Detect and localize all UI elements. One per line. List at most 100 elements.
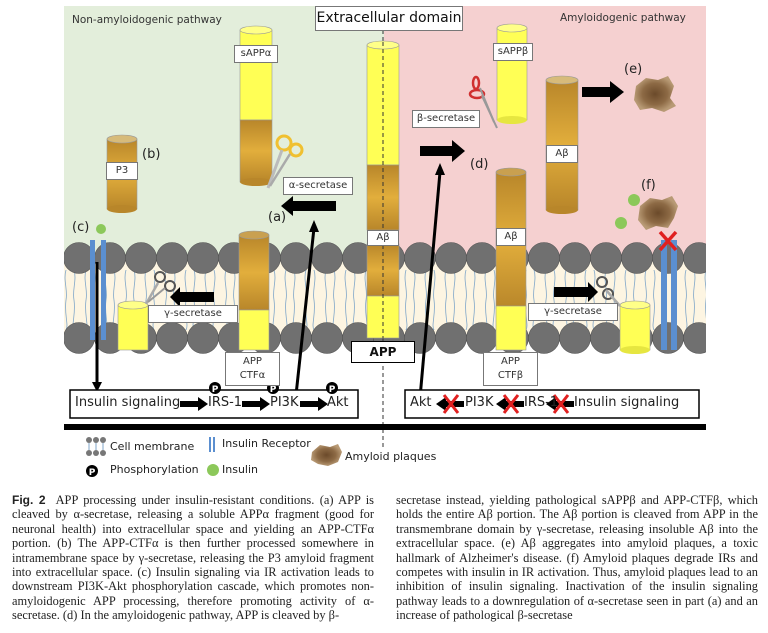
arrow-gamma-left [170,287,214,307]
phospho-irs1-icon: P [209,382,221,395]
right-akt: Akt [410,395,432,410]
caption-label: Fig. 2 [12,493,46,507]
insulin-dot-f1 [628,194,640,206]
ctf-alpha-label: APP CTFα [225,352,280,386]
step-b-label: (b) [142,147,161,162]
caption-text-col1: APP processing under insulin-resistant c… [12,493,374,623]
lipid-head [311,242,343,274]
lipid-head [280,322,312,354]
svg-text:P: P [89,468,96,478]
cytoplasm-baseline [64,424,706,430]
ctf-alpha-line2: CTFα [239,370,266,381]
p3-label: P3 [106,162,138,180]
sappb-label: sAPPβ [493,43,533,61]
left-pi3k: PI3K [270,395,299,410]
beta-secretase-label: β-secretase [412,110,480,128]
lipid-head [683,322,706,354]
svg-text:P: P [270,385,277,395]
lipid-head [466,242,498,274]
legend-plaque-icon [311,444,342,466]
app-abeta-label: Aβ [367,230,399,246]
ctf-beta-abeta-label: Aβ [496,228,526,246]
lipid-head [466,322,498,354]
arrow-beta [420,140,465,162]
arrow-pi3k-akt [300,397,328,411]
akt-to-beta-line [418,171,442,399]
ctf-alpha-column [238,230,270,351]
right-insulin-signaling: Insulin signaling [574,395,680,410]
app-column [366,40,400,339]
lipid-head [590,242,622,274]
insulin-dot-f2 [615,217,627,229]
gamma-left-scissors-icon [144,271,176,305]
lipid-head [94,242,126,274]
legend-phosphorylation: Phosphorylation [110,463,199,476]
insulin-dot-left [96,224,106,234]
lipid-head [435,242,467,274]
lipid-head [559,242,591,274]
lipid-head [652,322,684,354]
lipid-head [64,242,95,274]
step-e-label: (e) [624,62,643,77]
lipid-head [528,322,560,354]
left-panel-label: Non-amyloidogenic pathway [72,14,222,26]
step-f-label: (f) [641,178,656,193]
sappb-column [496,23,528,124]
blocked-arrow-pi3k-akt [436,394,464,414]
ctf-beta-label: APP CTFβ [483,352,538,386]
lipid-head [64,322,95,354]
receptor-block-icon [658,230,678,252]
lipid-head [652,242,684,274]
legend-cell-membrane: Cell membrane [110,440,195,453]
pi3k-to-alpha-line [294,227,316,396]
ctf-beta-line2: CTFβ [497,370,524,381]
arrow-ins-irs1 [180,397,208,411]
gamma-left-fragment [117,300,149,351]
left-akt: Akt [327,395,349,410]
amyloid-plaque-f [638,196,678,230]
lipid-head [435,322,467,354]
lipid-head [125,242,157,274]
arrow-gamma-right [554,282,598,302]
caption-text-col2: secretase instead, yielding pathological… [396,493,758,623]
right-pi3k: PI3K [465,395,494,410]
gamma-right-label: γ-secretase [528,303,618,321]
phospho-akt-icon: P [326,382,338,395]
svg-text:P: P [212,385,219,395]
lipid-head [187,322,219,354]
right-panel-label: Amyloidogenic pathway [560,12,686,24]
alpha-scissors-icon [266,134,304,189]
insulin-receptor-right [661,240,677,350]
left-irs1: IRS-1 [208,395,243,410]
legend-insulin: Insulin [222,463,259,476]
arrow-aggregation [582,81,624,103]
svg-text:P: P [329,385,336,395]
ctf-beta-column [495,167,527,351]
caption-col1: Fig. 2 APP processing under insulin-resi… [12,493,374,623]
extracellular-domain-title: Extracellular domain [315,6,463,31]
amyloid-plaque-e [634,76,676,112]
lipid-head [280,242,312,274]
blocked-arrow-ins-irs1 [546,394,574,414]
legend-insulin-receptor: Insulin Receptor [222,437,311,450]
left-insulin-signaling: Insulin signaling [75,395,181,410]
figure-diagram: P P P P Non-amyloidogenic pathway [64,6,706,478]
step-d-label: (d) [470,157,489,172]
arrow-irs1-pi3k [242,397,270,411]
lipid-head [621,242,653,274]
caption-col2: secretase instead, yielding pathological… [396,493,758,623]
beta-scissors-icon [468,75,498,129]
lipid-head [187,242,219,274]
lipid-head [590,322,622,354]
sappa-label: sAPPα [234,45,278,63]
app-label: APP [351,341,415,363]
lipid-head [156,322,188,354]
legend-amyloid-plaques: Amyloid plaques [345,450,437,463]
legend-receptor-icon [209,437,215,452]
gamma-right-fragment [619,300,651,354]
legend-membrane-icon [86,437,106,456]
insulin-receptor-left [90,240,106,340]
lipid-head [683,242,706,274]
step-a-label: (a) [268,210,287,225]
step-c-label: (c) [72,220,90,235]
